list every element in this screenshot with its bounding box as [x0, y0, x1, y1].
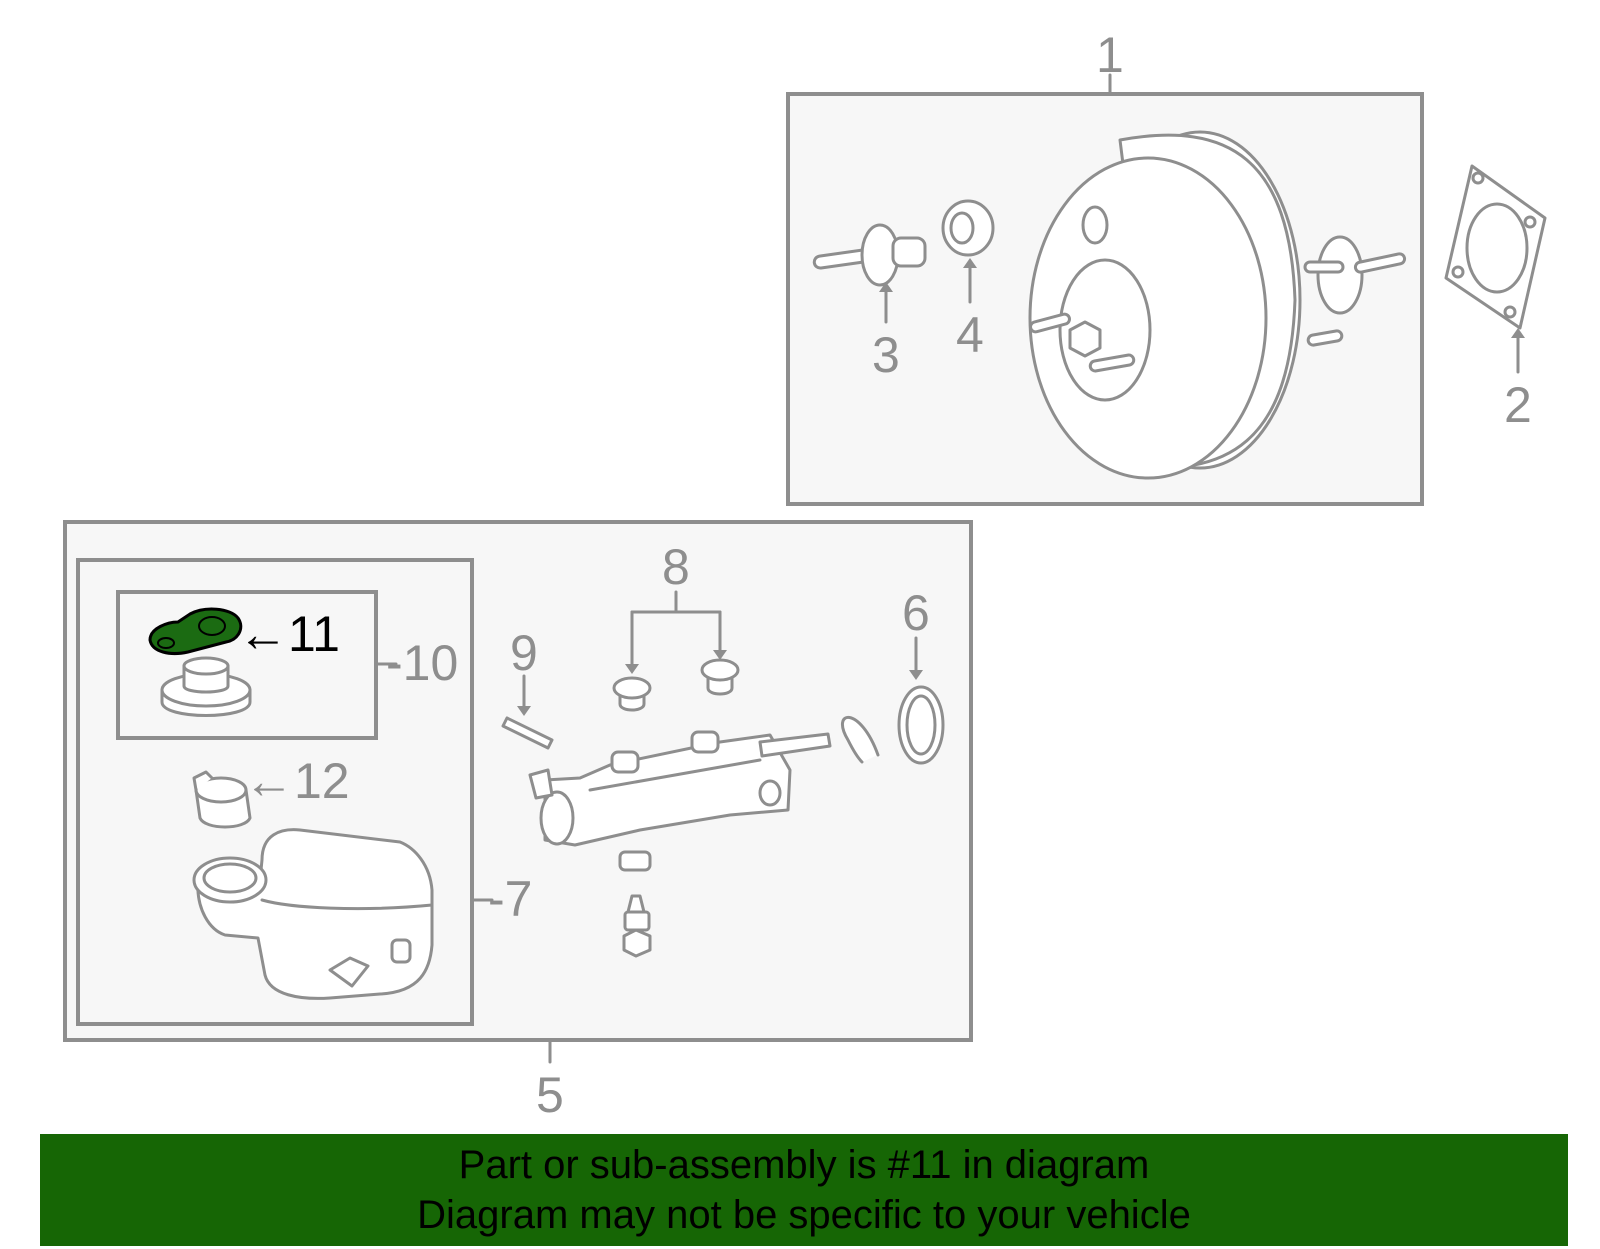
banner-line-2: Diagram may not be specific to your vehi…	[417, 1193, 1191, 1237]
callout-1: 1	[1096, 27, 1124, 83]
callout-8: 8	[662, 539, 690, 595]
check-valve-3	[812, 223, 927, 287]
arrow-9	[517, 706, 531, 716]
callout-4: 4	[956, 307, 984, 363]
snap-ring	[841, 715, 880, 764]
highlighted-part-11	[148, 607, 243, 655]
arrow-4	[963, 258, 977, 268]
callout-9: 9	[510, 625, 538, 681]
reservoir-cap	[160, 656, 252, 717]
gasket-2	[1444, 164, 1547, 330]
arrow-2	[1511, 328, 1525, 338]
info-banner: Part or sub-assembly is #11 in diagram D…	[40, 1134, 1568, 1246]
callout-10: -10	[386, 635, 458, 691]
reservoir-tank	[192, 828, 434, 1000]
master-cylinder-body	[528, 730, 832, 847]
callout-5: 5	[536, 1067, 564, 1123]
o-ring-6	[897, 685, 945, 765]
callout-2: 2	[1504, 377, 1532, 433]
union-bolt	[622, 894, 652, 958]
arrow-6	[909, 670, 923, 680]
callout-11: ←11	[238, 606, 340, 662]
grommet-4	[941, 199, 995, 257]
strainer-12	[192, 770, 252, 829]
callout-3: 3	[872, 327, 900, 383]
cap-assembly-box	[116, 590, 378, 740]
arrow-3	[879, 282, 893, 292]
arrow-8-right	[713, 650, 727, 660]
callout-7: -7	[488, 871, 532, 927]
pin-9	[501, 716, 554, 750]
banner-line-1: Part or sub-assembly is #11 in diagram	[458, 1143, 1150, 1187]
grommet-8a	[612, 676, 652, 712]
brake-booster	[1028, 130, 1407, 480]
seal-washer	[618, 850, 652, 872]
grommet-8b	[700, 658, 740, 696]
callout-6: 6	[902, 585, 930, 641]
callout-12: ←12	[244, 753, 350, 809]
arrow-8-left	[625, 664, 639, 674]
